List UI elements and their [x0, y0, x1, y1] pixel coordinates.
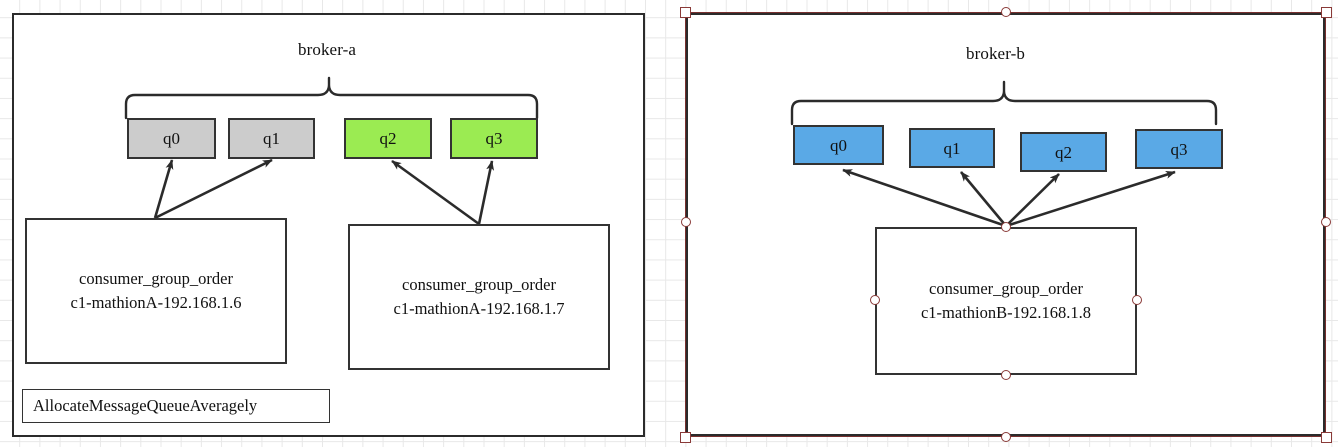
broker-a-queue-q3[interactable]: q3	[450, 118, 538, 159]
resize-handle-bottom-left[interactable]	[680, 432, 691, 443]
consumer-instance-id: c1-mathionA-192.168.1.7	[393, 299, 565, 318]
connection-point-top[interactable]	[1001, 222, 1011, 232]
consumer-group-name: consumer_group_order	[929, 279, 1083, 299]
resize-handle-middle-right[interactable]	[1321, 217, 1331, 227]
consumer-group-name: consumer_group_order	[79, 269, 233, 289]
connection-point-right[interactable]	[1132, 295, 1142, 305]
consumer-instance-id: c1-mathionA-192.168.1.6	[70, 293, 242, 312]
broker-a-queue-q1[interactable]: q1	[228, 118, 315, 159]
resize-handle-top-center[interactable]	[1001, 7, 1011, 17]
broker-a-consumer-1[interactable]: consumer_group_order c1-mathionA-192.168…	[25, 218, 287, 364]
resize-handle-bottom-right[interactable]	[1321, 432, 1332, 443]
resize-handle-middle-left[interactable]	[681, 217, 691, 227]
resize-handle-top-left[interactable]	[680, 7, 691, 18]
resize-handle-bottom-center[interactable]	[1001, 432, 1011, 442]
resize-handle-top-right[interactable]	[1321, 7, 1332, 18]
broker-b-queue-q0[interactable]: q0	[793, 125, 884, 165]
connection-point-bottom[interactable]	[1001, 370, 1011, 380]
consumer-instance-id: c1-mathionB-192.168.1.8	[920, 303, 1092, 322]
allocation-strategy-box[interactable]: AllocateMessageQueueAveragely	[22, 389, 330, 423]
broker-b-queue-q2[interactable]: q2	[1020, 132, 1107, 172]
broker-b-queue-q1[interactable]: q1	[909, 128, 995, 168]
connection-point-left[interactable]	[870, 295, 880, 305]
consumer-group-name: consumer_group_order	[402, 275, 556, 295]
broker-a-consumer-2[interactable]: consumer_group_order c1-mathionA-192.168…	[348, 224, 610, 370]
broker-b-label: broker-b	[966, 44, 1025, 63]
broker-b-queue-q3[interactable]: q3	[1135, 129, 1223, 169]
broker-a-queue-q0[interactable]: q0	[127, 118, 216, 159]
broker-a-queue-q2[interactable]: q2	[344, 118, 432, 159]
broker-a-label: broker-a	[298, 40, 357, 59]
